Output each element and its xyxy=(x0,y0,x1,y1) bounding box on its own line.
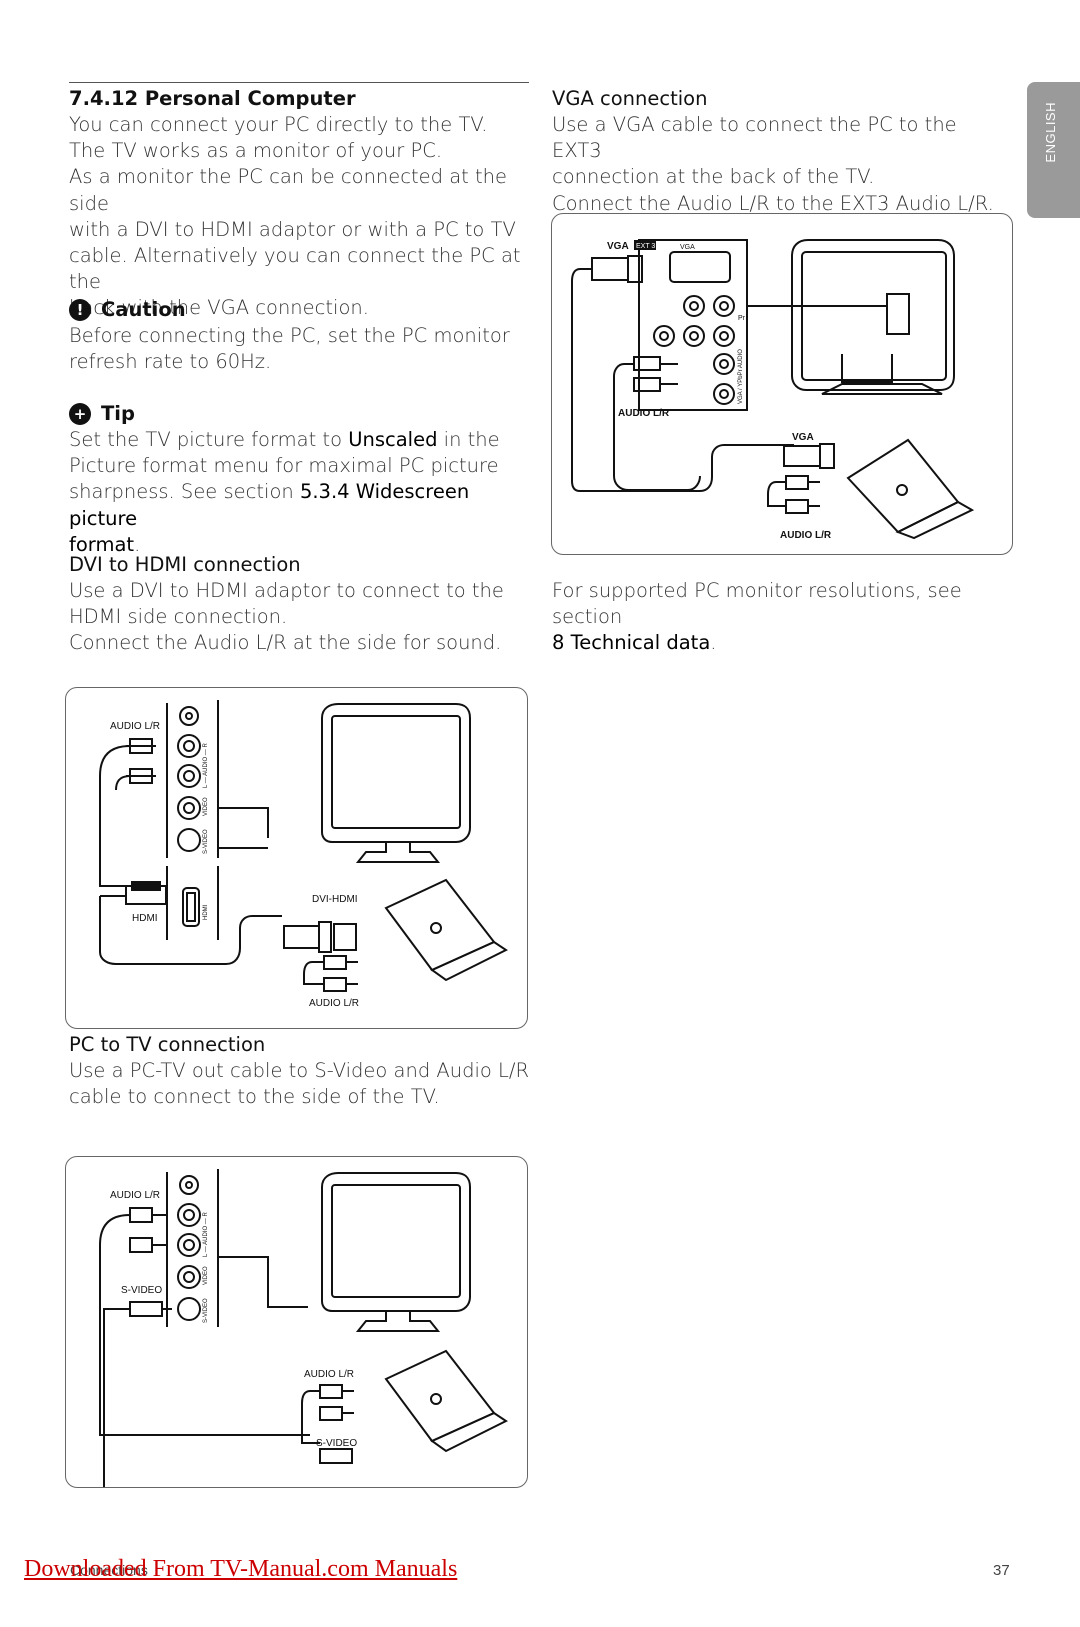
vga-diagram-svg: VGA EXT 3 VGA AUDIO L/R VGA AUDIO L/R Pr… xyxy=(571,239,975,541)
vga-label: VGA xyxy=(607,241,629,252)
vga-line: Connect the Audio L/R to the EXT3 Audio … xyxy=(552,191,994,215)
dvi-line: Connect the Audio L/R at the side for so… xyxy=(69,631,502,655)
pctv-video-vert: VIDEO xyxy=(203,1266,209,1285)
pctv-diagram: AUDIO L/R S-VIDEO AUDIO L/R S-VIDEO L — … xyxy=(65,1156,528,1488)
tip-line: format. xyxy=(69,532,531,558)
pctv-svideo-vert: S-VIDEO xyxy=(203,1298,209,1323)
language-label: ENGLISH xyxy=(1043,102,1058,163)
dvi-svideo-vert: S-VIDEO xyxy=(203,829,209,854)
dvi-audio-vert: L — AUDIO — R xyxy=(203,743,209,788)
tip-line: Set the TV picture format to Unscaled in… xyxy=(69,427,531,453)
language-tab: ENGLISH xyxy=(1027,82,1080,218)
dvi-line: HDMI side connection. xyxy=(69,605,288,629)
dvi-diagram: AUDIO L/R HDMI DVI-HDMI AUDIO L/R L — AU… xyxy=(65,687,528,1029)
pctv-section: PC to TV connection Use a PC-TV out cabl… xyxy=(69,1032,531,1110)
vga-section: VGA connection Use a VGA cable to connec… xyxy=(552,86,1012,217)
vga-line: connection at the back of the TV. xyxy=(552,165,875,189)
tip-title: Tip xyxy=(101,402,135,425)
intro-line: with a DVI to HDMI adaptor or with a PC … xyxy=(69,217,516,241)
pctv-svideo-label: S-VIDEO xyxy=(121,1285,162,1296)
ext3-label: EXT 3 xyxy=(636,243,655,250)
resolutions-line: 8 Technical data. xyxy=(552,630,1012,656)
tip-ref-unscaled[interactable]: Unscaled xyxy=(348,428,438,451)
intro-line: As a monitor the PC can be connected at … xyxy=(69,165,508,215)
caution-line: Before connecting the PC, set the PC mon… xyxy=(69,324,510,347)
vga-line: Use a VGA cable to connect the PC to the… xyxy=(552,113,957,163)
footer-section-name: Connections xyxy=(70,1562,148,1578)
pctv-audio-bottom-label: AUDIO L/R xyxy=(304,1369,354,1380)
pctv-title: PC to TV connection xyxy=(69,1033,266,1056)
pctv-svideo-bottom-label: S-VIDEO xyxy=(316,1438,357,1449)
resolutions-text: . xyxy=(710,631,717,655)
intro-line: cable. Alternatively you can connect the… xyxy=(69,244,521,294)
vga-audio-label: AUDIO L/R xyxy=(618,408,670,419)
tip-ref-widescreen[interactable]: 5.3.4 Widescreen picture xyxy=(69,480,470,530)
tip-ref-format[interactable]: format xyxy=(69,532,135,556)
vga-pr-label: Pr xyxy=(738,315,746,322)
download-link[interactable]: Downloaded From TV-Manual.com Manuals xyxy=(24,1556,458,1582)
pctv-diagram-svg: AUDIO L/R S-VIDEO AUDIO L/R S-VIDEO L — … xyxy=(99,1169,508,1487)
tip-text: Set the TV picture format to xyxy=(69,428,349,451)
intro-line: back with the VGA connection. xyxy=(69,296,369,320)
dvi-hdmi-adaptor-label: DVI-HDMI xyxy=(312,894,358,905)
caution-title: Caution xyxy=(101,298,186,321)
vga-right-label: VGA xyxy=(792,432,814,443)
intro-line: You can connect your PC directly to the … xyxy=(69,113,488,136)
dvi-video-vert: VIDEO xyxy=(203,797,209,816)
pctv-line: Use a PC-TV out cable to S-Video and Aud… xyxy=(69,1059,530,1082)
vga-title: VGA connection xyxy=(552,87,708,110)
section-intro: 7.4.12 Personal Computer You can connect… xyxy=(69,86,531,322)
tip-text: . xyxy=(134,532,141,556)
vga-audio-bottom-label: AUDIO L/R xyxy=(780,530,832,541)
header-rule xyxy=(69,82,529,83)
ext3-badge xyxy=(634,240,656,250)
intro-line: The TV works as a monitor of your PC. xyxy=(69,139,443,163)
dvi-line: Use a DVI to HDMI adaptor to connect to … xyxy=(69,579,504,602)
caution-heading: ! Caution xyxy=(69,297,186,323)
tip-box: + Tip Set the TV picture format to Unsca… xyxy=(69,401,531,558)
dvi-section: DVI to HDMI connection Use a DVI to HDMI… xyxy=(69,552,531,657)
tip-text: in the xyxy=(437,428,500,451)
tip-line: sharpness. See section 5.3.4 Widescreen … xyxy=(69,479,531,531)
pctv-audio-label: AUDIO L/R xyxy=(110,1190,160,1201)
dvi-audio-label: AUDIO L/R xyxy=(110,721,160,732)
pctv-line: cable to connect to the side of the TV. xyxy=(69,1085,440,1109)
tip-text: sharpness. See section xyxy=(69,480,300,504)
caution-line: refresh rate to 60Hz. xyxy=(69,350,272,374)
plus-icon: + xyxy=(69,403,91,425)
tip-heading: + Tip xyxy=(69,401,135,427)
caution-box: ! Caution Before connecting the PC, set … xyxy=(69,297,531,375)
pctv-audio-vert: L — AUDIO — R xyxy=(203,1212,209,1257)
dvi-title: DVI to HDMI connection xyxy=(69,553,301,576)
section-heading: 7.4.12 Personal Computer xyxy=(69,87,356,110)
dvi-audio-bottom-label: AUDIO L/R xyxy=(309,998,359,1009)
resolutions-note: For supported PC monitor resolutions, se… xyxy=(552,578,1012,657)
dvi-hdmi-label: HDMI xyxy=(132,913,158,924)
tip-line: Picture format menu for maximal PC pictu… xyxy=(69,454,499,478)
vga-small-label: VGA xyxy=(680,244,695,251)
exclamation-icon: ! xyxy=(69,299,91,321)
page-number: 37 xyxy=(993,1562,1010,1579)
vga-diagram: VGA EXT 3 VGA AUDIO L/R VGA AUDIO L/R Pr… xyxy=(551,213,1013,555)
technical-data-ref[interactable]: 8 Technical data xyxy=(552,631,711,655)
dvi-diagram-svg: AUDIO L/R HDMI DVI-HDMI AUDIO L/R L — AU… xyxy=(99,700,508,1009)
dvi-hdmi-vert: HDMI xyxy=(203,904,209,920)
resolutions-line: For supported PC monitor resolutions, se… xyxy=(552,579,962,629)
vga-vert-label: VGA / YPbPr AUDIO xyxy=(738,349,744,404)
